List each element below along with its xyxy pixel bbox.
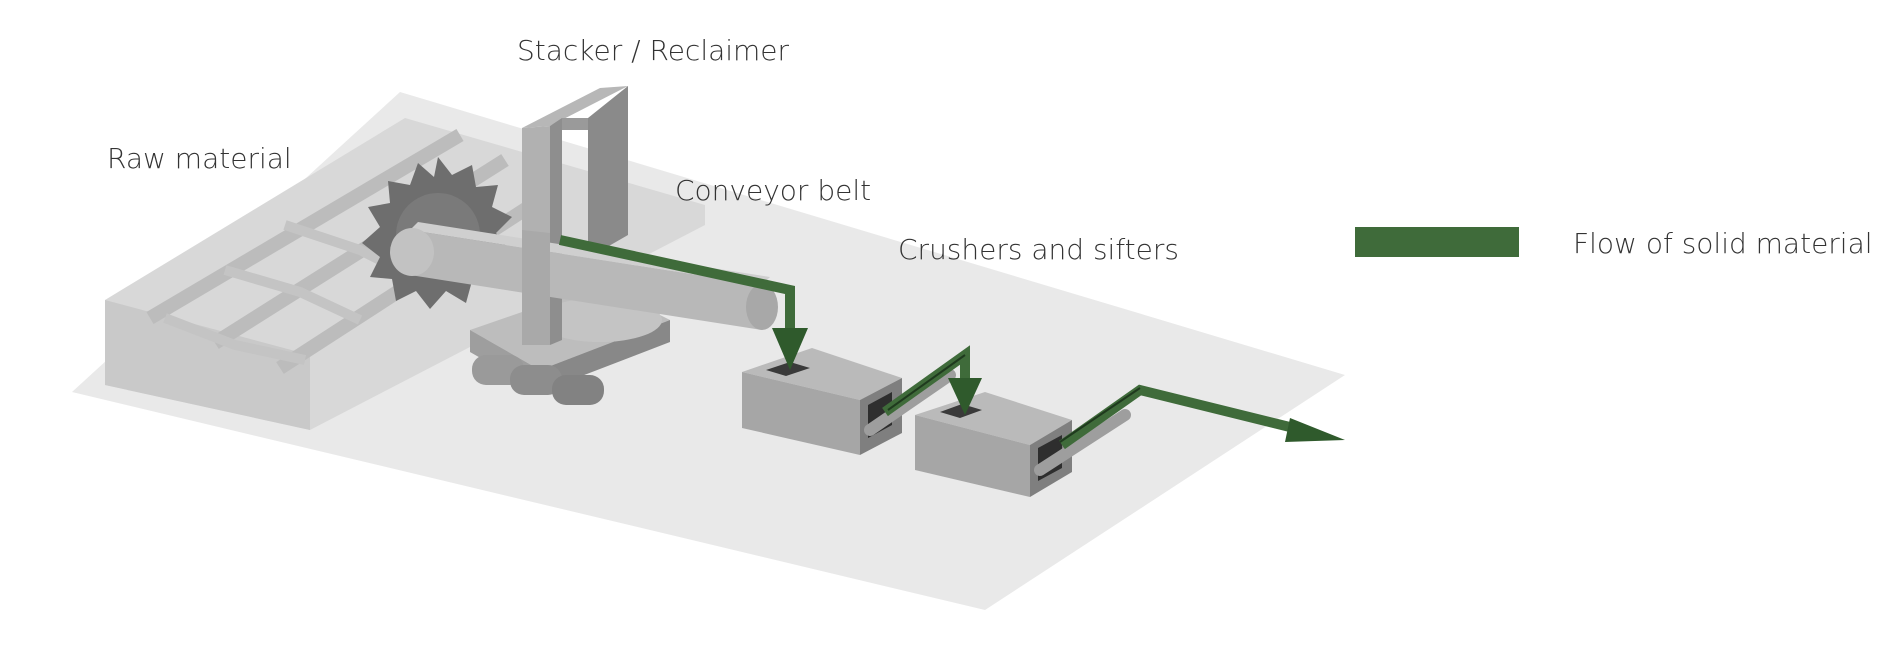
flow-arrowhead-2 bbox=[948, 378, 982, 415]
legend-flow-label: Flow of solid material bbox=[1573, 227, 1873, 260]
flow-belt-segment bbox=[558, 235, 795, 330]
label-conveyor-belt: Conveyor belt bbox=[675, 174, 871, 207]
label-raw-material: Raw material bbox=[107, 142, 292, 175]
flow-arrowhead-3 bbox=[1285, 418, 1345, 442]
flow-arrowhead-1 bbox=[772, 328, 808, 370]
label-crushers-and-sifters: Crushers and sifters bbox=[898, 233, 1179, 266]
legend-flow-swatch bbox=[1355, 227, 1519, 257]
crusher-1 bbox=[742, 348, 956, 455]
label-stacker-reclaimer: Stacker / Reclaimer bbox=[517, 34, 790, 67]
flow-output-segment bbox=[1059, 384, 1312, 450]
material-flow bbox=[558, 235, 1345, 450]
reclaimer-column bbox=[522, 230, 550, 345]
legend: Flow of solid material bbox=[1355, 227, 1873, 260]
